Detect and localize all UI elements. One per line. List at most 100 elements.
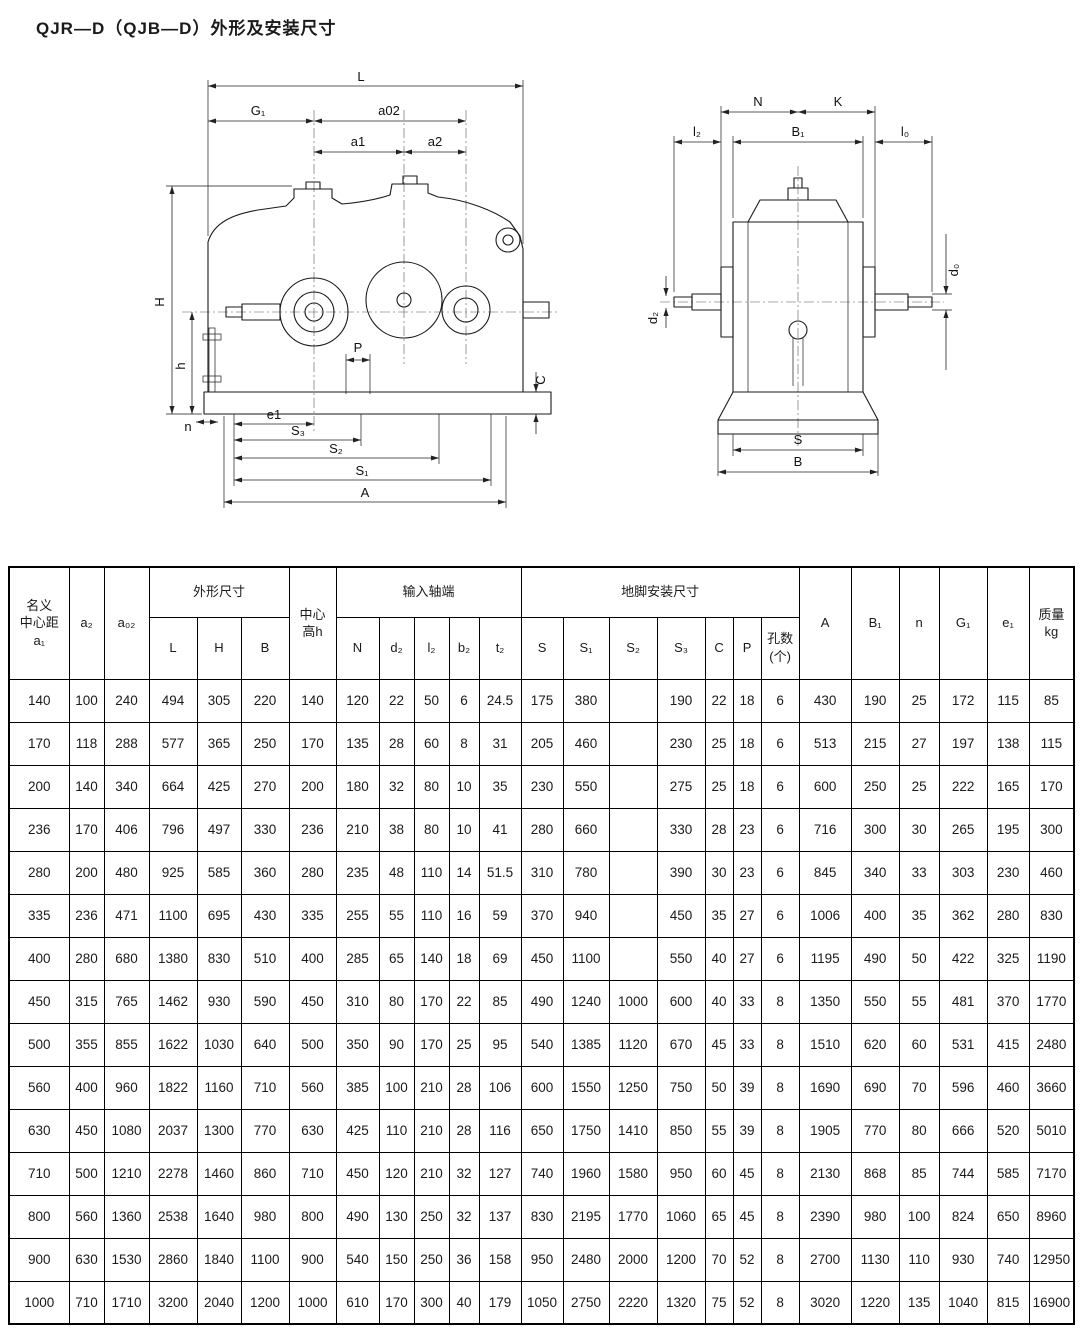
- table-cell: 950: [656, 1151, 706, 1196]
- col-header-holes: 孔数 (个): [760, 616, 800, 680]
- table-cell: 550: [850, 979, 900, 1024]
- table-cell: 52: [732, 1237, 762, 1282]
- table-cell: 335: [8, 893, 70, 938]
- table-cell: 1100: [562, 936, 610, 981]
- table-cell: 1100: [240, 1237, 290, 1282]
- table-cell: 2480: [1028, 1022, 1075, 1067]
- table-cell: 280: [288, 850, 337, 895]
- table-cell: 630: [288, 1108, 337, 1153]
- table-cell: 140: [68, 764, 105, 809]
- table-cell: 45: [732, 1194, 762, 1239]
- table-cell: 596: [938, 1065, 988, 1110]
- table-cell: 200: [8, 764, 70, 809]
- side-view-drawing: L G₁ a02 a1 a2 H h n P: [152, 69, 558, 508]
- table-cell: 1200: [240, 1280, 290, 1325]
- table-cell: 55: [378, 893, 415, 938]
- dim-label-n: n: [184, 419, 191, 434]
- table-cell: 28: [704, 807, 734, 852]
- table-cell: 300: [1028, 807, 1075, 852]
- table-cell: 450: [8, 979, 70, 1024]
- table-cell: 6: [760, 936, 800, 981]
- table-cell: 280: [68, 936, 105, 981]
- col-header-L: L: [148, 616, 198, 680]
- table-cell: 24.5: [478, 678, 522, 723]
- table-cell: 285: [335, 936, 380, 981]
- table-cell: 48: [378, 850, 415, 895]
- table-cell: 1840: [196, 1237, 242, 1282]
- table-cell: 210: [413, 1151, 450, 1196]
- dim-label-S1: S₁: [355, 463, 369, 478]
- table-cell: 215: [850, 721, 900, 766]
- table-cell: 1000: [8, 1280, 70, 1325]
- table-cell: 230: [520, 764, 564, 809]
- table-cell: 3020: [798, 1280, 852, 1325]
- table-cell: 500: [8, 1022, 70, 1067]
- table-cell: 85: [478, 979, 522, 1024]
- table-cell: 2390: [798, 1194, 852, 1239]
- table-cell: 770: [850, 1108, 900, 1153]
- dim-label-N: N: [753, 94, 762, 109]
- table-cell: 165: [986, 764, 1030, 809]
- table-cell: 868: [850, 1151, 900, 1196]
- table-cell: 365: [196, 721, 242, 766]
- table-cell: 400: [288, 936, 337, 981]
- table-cell: 80: [378, 979, 415, 1024]
- table-cell: 250: [850, 764, 900, 809]
- table-cell: 110: [413, 850, 450, 895]
- table-cell: 170: [8, 721, 70, 766]
- table-cell: [608, 893, 658, 938]
- table-cell: 1640: [196, 1194, 242, 1239]
- table-cell: 2700: [798, 1237, 852, 1282]
- table-cell: 520: [986, 1108, 1030, 1153]
- table-cell: [608, 721, 658, 766]
- table-cell: 680: [103, 936, 150, 981]
- col-header-a02: a₀₂: [103, 566, 150, 680]
- table-cell: 33: [732, 1022, 762, 1067]
- dim-label-K: K: [834, 94, 843, 109]
- table-cell: 2130: [798, 1151, 852, 1196]
- table-cell: 980: [850, 1194, 900, 1239]
- table-cell: 350: [335, 1022, 380, 1067]
- table-cell: 236: [68, 893, 105, 938]
- dim-label-C: C: [533, 375, 548, 384]
- table-cell: 600: [656, 979, 706, 1024]
- table-cell: 830: [1028, 893, 1075, 938]
- col-header-e1: e₁: [986, 566, 1030, 680]
- table-cell: 32: [448, 1151, 480, 1196]
- table-cell: 150: [378, 1237, 415, 1282]
- table-cell: 2538: [148, 1194, 198, 1239]
- table-cell: 27: [732, 936, 762, 981]
- table-cell: 2220: [608, 1280, 658, 1325]
- table-cell: 250: [413, 1194, 450, 1239]
- table-cell: 650: [520, 1108, 564, 1153]
- table-cell: 900: [8, 1237, 70, 1282]
- col-header-mass: 质量 kg: [1028, 566, 1075, 680]
- table-cell: 380: [562, 678, 610, 723]
- table-cell: 1030: [196, 1022, 242, 1067]
- table-cell: 620: [850, 1022, 900, 1067]
- table-cell: 25: [704, 764, 734, 809]
- table-cell: 250: [240, 721, 290, 766]
- table-cell: [608, 678, 658, 723]
- col-header-H: H: [196, 616, 242, 680]
- table-cell: 32: [378, 764, 415, 809]
- table-cell: 640: [240, 1022, 290, 1067]
- table-cell: 190: [850, 678, 900, 723]
- table-cell: 6: [760, 764, 800, 809]
- table-cell: 1822: [148, 1065, 198, 1110]
- table-cell: 510: [240, 936, 290, 981]
- table-cell: 280: [520, 807, 564, 852]
- table-cell: 660: [562, 807, 610, 852]
- table-cell: 1006: [798, 893, 852, 938]
- table-cell: 390: [656, 850, 706, 895]
- col-header-t2: t₂: [478, 616, 522, 680]
- page-title: QJR—D（QJB—D）外形及安装尺寸: [36, 19, 337, 38]
- table-cell: 1120: [608, 1022, 658, 1067]
- table-cell: 45: [704, 1022, 734, 1067]
- table-cell: 85: [898, 1151, 940, 1196]
